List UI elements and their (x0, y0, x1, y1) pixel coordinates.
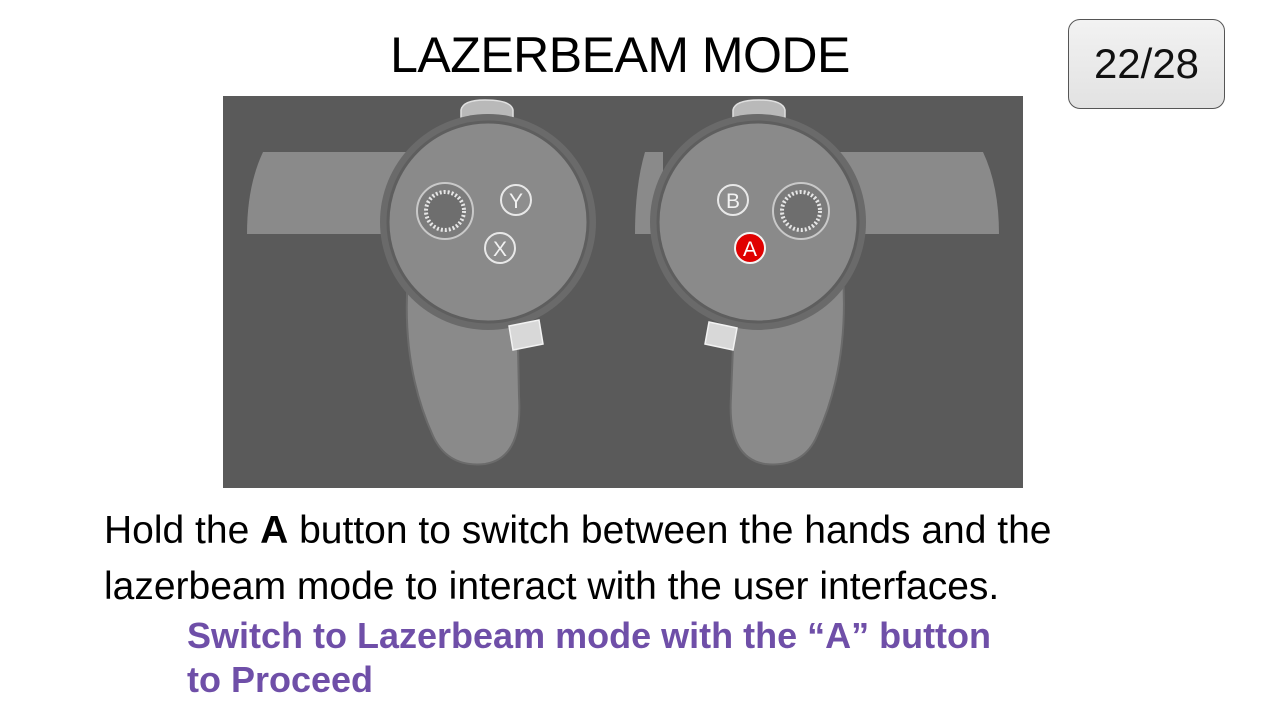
page-counter: 22/28 (1068, 19, 1225, 109)
y-button: Y (500, 184, 532, 216)
left-top-trigger (460, 99, 514, 119)
controllers-svg: Y X (247, 99, 999, 466)
right-tracking-ring (838, 152, 999, 234)
x-button-label: X (493, 238, 507, 261)
proceed-line-1: Switch to Lazerbeam mode with the “A” bu… (187, 615, 992, 656)
slide-title: LAZERBEAM MODE (390, 27, 850, 83)
left-tracking-ring (247, 152, 408, 234)
left-controller: Y X (247, 99, 596, 466)
a-button-label: A (743, 238, 757, 261)
controller-illustration: Y X (223, 96, 1023, 488)
right-thumbstick-cap (780, 190, 822, 232)
right-top-trigger (732, 99, 786, 119)
instruction-bold-key: A (260, 509, 289, 552)
instruction-part2: button to switch between the hands and t… (104, 509, 1052, 608)
left-thumbstick-cap (424, 190, 466, 232)
instruction-text: Hold the A button to switch between the … (104, 503, 1224, 615)
right-controller: B A (635, 99, 999, 466)
b-button-label: B (726, 190, 740, 213)
x-button: X (484, 232, 516, 264)
proceed-prompt: Switch to Lazerbeam mode with the “A” bu… (187, 614, 1187, 702)
left-grip-trigger (508, 319, 544, 351)
b-button: B (717, 184, 749, 216)
right-face (656, 120, 860, 324)
y-button-label: Y (509, 190, 523, 213)
right-grip-trigger (704, 321, 738, 351)
a-button-highlighted: A (734, 232, 766, 264)
proceed-line-2: to Proceed (187, 659, 374, 700)
instruction-part1: Hold the (104, 509, 261, 552)
left-face (386, 120, 590, 324)
